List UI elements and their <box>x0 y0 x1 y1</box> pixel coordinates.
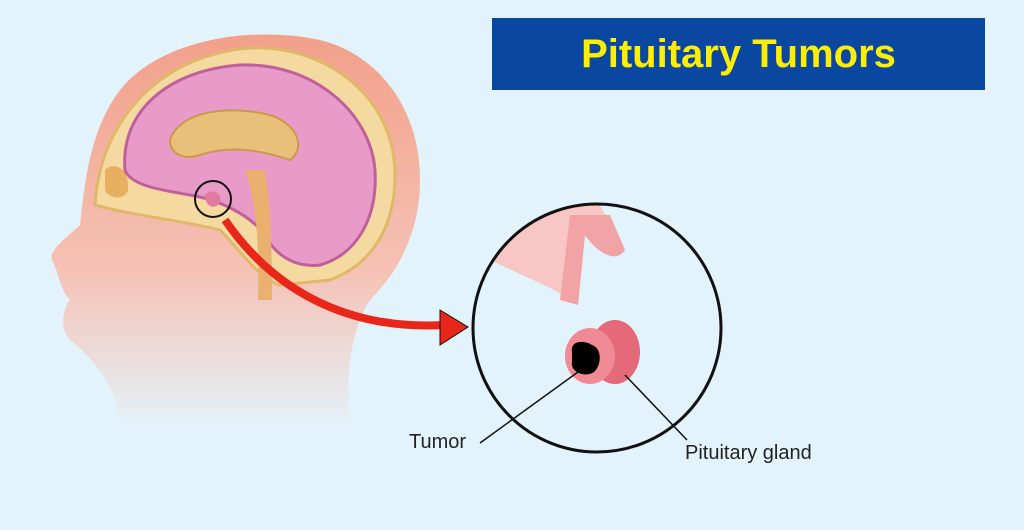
brain <box>123 63 377 267</box>
pituitary-gland-label: Pituitary gland <box>685 442 812 464</box>
tumor-label: Tumor <box>409 431 467 453</box>
zoom-circle <box>471 202 723 454</box>
zoom-source-circle <box>194 180 232 218</box>
page-title: Pituitary Tumors <box>581 31 896 76</box>
corpus-callosum <box>168 109 300 162</box>
title-banner: Pituitary Tumors <box>492 18 985 90</box>
arrow <box>221 217 446 330</box>
arrow-head <box>439 309 469 346</box>
tumor-pointer <box>479 371 579 444</box>
tumor <box>571 341 600 375</box>
magnified-view <box>471 202 723 454</box>
gland-pointer <box>624 374 688 441</box>
sinus <box>105 166 129 198</box>
pituitary-small <box>205 191 221 207</box>
